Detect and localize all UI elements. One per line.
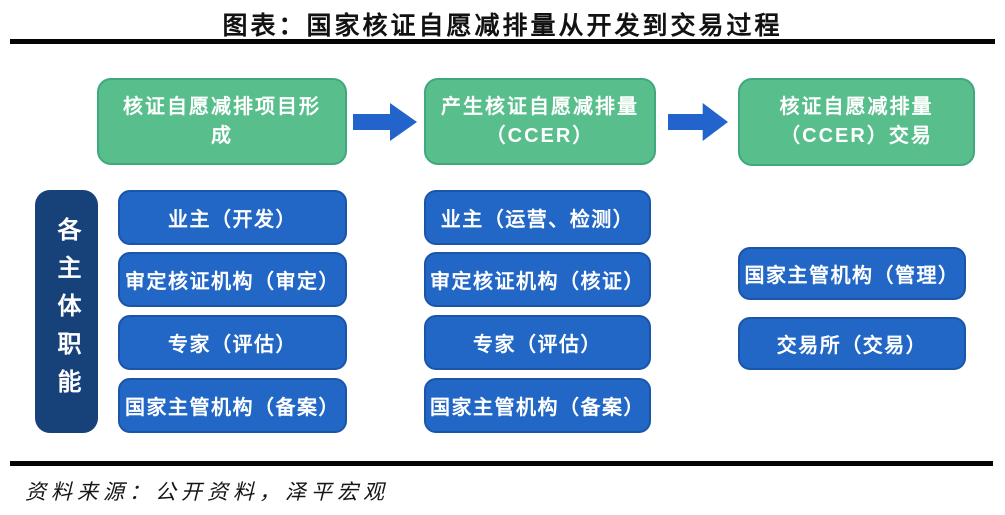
title-divider-top — [10, 39, 995, 44]
role-owner-operate: 业主（运营、检测） — [424, 190, 651, 245]
role-exchange-trade: 交易所（交易） — [738, 317, 966, 370]
stage-ccer-trading-line2: （CCER）交易 — [780, 125, 933, 147]
role-authority-register-2: 国家主管机构（备案） — [424, 378, 651, 433]
roles-axis-box: 各主体职能 — [35, 190, 98, 433]
role-verifier-certify: 审定核证机构（核证） — [424, 252, 651, 307]
role-expert-evaluate: 专家（评估） — [118, 315, 347, 370]
stage-ccer-trading: 核证自愿减排量 （CCER）交易 — [738, 78, 975, 166]
stage-project-formation-line1: 核证自愿减排项目形 — [123, 95, 321, 118]
role-owner-develop: 业主（开发） — [118, 190, 347, 245]
role-authority-register: 国家主管机构（备案） — [118, 378, 347, 433]
stage-ccer-generation: 产生核证自愿减排量 （CCER） — [424, 78, 656, 165]
flow-arrow-icon — [668, 102, 728, 142]
source-note: 资料来源：公开资料，泽平宏观 — [25, 480, 389, 504]
stage-ccer-generation-line2: （CCER） — [485, 124, 595, 147]
role-verifier-examine: 审定核证机构（审定） — [118, 252, 347, 307]
role-authority-manage: 国家主管机构（管理） — [738, 247, 966, 300]
stage-project-formation: 核证自愿减排项目形 成 — [97, 78, 347, 165]
roles-axis-label: 各主体职能 — [53, 216, 80, 407]
flow-arrow-icon — [353, 102, 417, 142]
source-divider — [10, 461, 993, 466]
stage-project-formation-line2: 成 — [211, 124, 233, 147]
stage-ccer-trading-line1: 核证自愿减排量 — [779, 96, 934, 118]
role-expert-evaluate-2: 专家（评估） — [424, 315, 651, 370]
stage-ccer-generation-line1: 产生核证自愿减排量 — [441, 95, 639, 118]
page-title: 图表：国家核证自愿减排量从开发到交易过程 — [222, 13, 783, 40]
